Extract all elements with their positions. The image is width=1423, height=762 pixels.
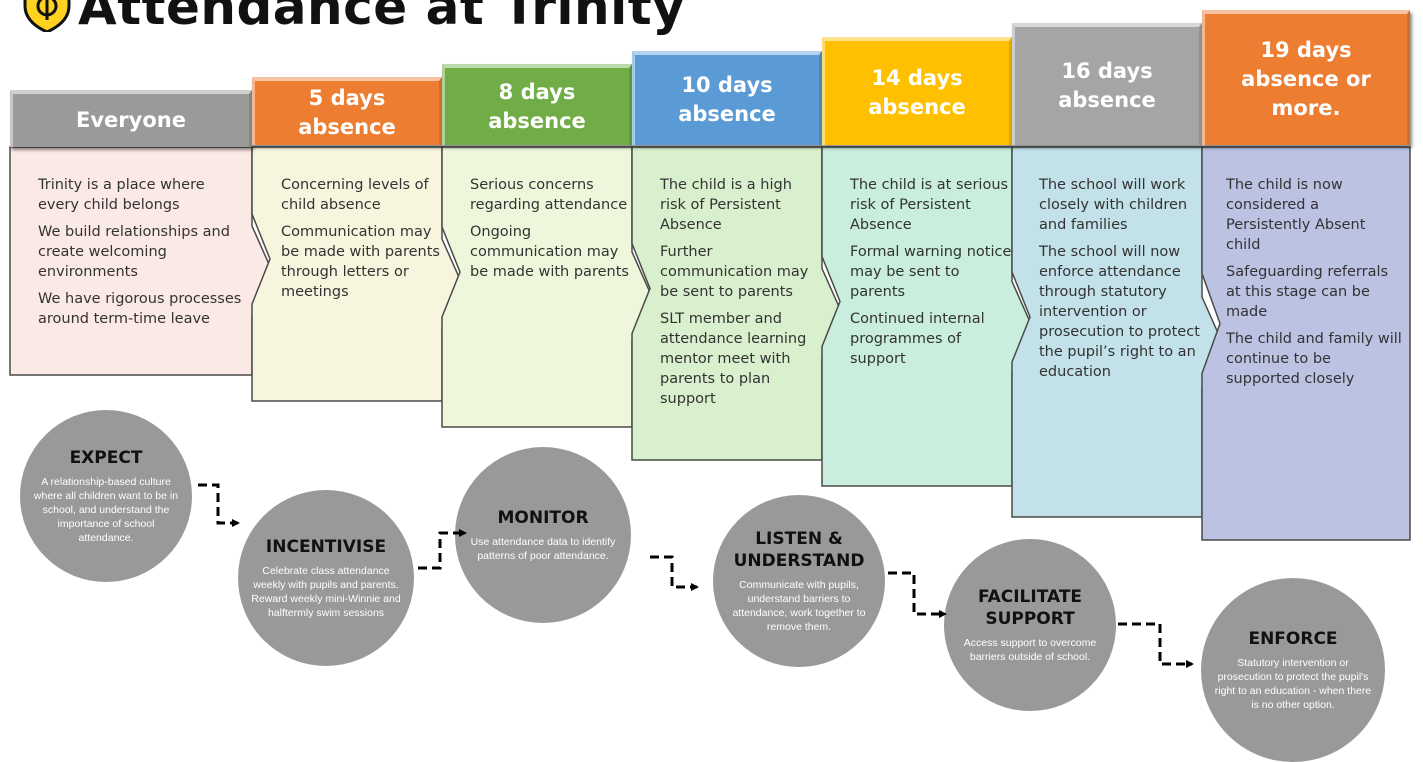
step-line: Concerning levels of child absence [281, 177, 429, 213]
stage-circle-enforce: ENFORCE Statutory intervention or prosecu… [1201, 578, 1385, 762]
step-line: The school will now enforce attendance t… [1039, 244, 1200, 380]
stage-title: FACILITATE SUPPORT [977, 587, 1083, 629]
stage-circle-listen-understand: LISTEN & UNDERSTAND Communicate with pupi… [713, 495, 885, 667]
step-header-6: 16 days absence [1012, 23, 1202, 145]
stage-title: LISTEN & UNDERSTAND [733, 529, 865, 571]
step-header-label: Everyone [76, 108, 186, 132]
step-header-5: 14 days absence [822, 37, 1012, 145]
school-crest-icon [22, 0, 72, 34]
connector-arrow-5 [1118, 622, 1194, 668]
step-header-1: Everyone [10, 90, 252, 147]
step-description-1: Trinity is a place where every child bel… [38, 175, 244, 336]
step-description-6: The school will work closely with childr… [1039, 175, 1201, 389]
step-header-label: 5 days absence [298, 86, 396, 139]
step-line: The child and family will continue to be… [1226, 331, 1402, 387]
step-header-7: 19 days absence or more. [1202, 10, 1410, 145]
step-header-label: 14 days absence [868, 66, 966, 119]
step-description-5: The child is at serious risk of Persiste… [850, 175, 1012, 376]
step-header-3: 8 days absence [442, 64, 632, 145]
step-header-4: 10 days absence [632, 51, 822, 145]
step-description-4: The child is a high risk of Persistent A… [660, 175, 822, 416]
connector-arrow-2 [418, 529, 467, 570]
step-line: The child is at serious risk of Persiste… [850, 177, 1009, 233]
stage-description: Use attendance data to identify patterns… [470, 536, 616, 562]
step-header-label: 10 days absence [678, 73, 776, 126]
stage-circle-incentivise: INCENTIVISE Celebrate class attendance we… [238, 490, 414, 666]
page-title: Attendance at Trinity [78, 0, 686, 36]
step-line: We have rigorous processes around term-t… [38, 291, 242, 327]
step-line: Ongoing communication may be made with p… [470, 224, 629, 280]
step-header-label: 8 days absence [488, 79, 586, 133]
step-line: Safeguarding referrals at this stage can… [1226, 264, 1389, 320]
stage-description: Communicate with pupils, understand barr… [732, 579, 866, 633]
connector-arrow-3 [650, 555, 699, 591]
step-line: Formal warning notice may be sent to par… [850, 244, 1012, 300]
step-line: The child is a high risk of Persistent A… [660, 177, 792, 233]
step-header-label: 16 days absence [1058, 59, 1156, 112]
connector-arrow-1 [198, 483, 240, 527]
stage-description: Statutory intervention or prosecution to… [1214, 657, 1372, 711]
stage-circle-monitor: MONITOR Use attendance data to identify p… [455, 447, 631, 623]
stage-circle-expect: EXPECT A relationship-based culture where… [20, 410, 192, 582]
step-line: The child is now considered a Persistent… [1226, 177, 1366, 253]
stage-description: A relationship-based culture where all c… [33, 476, 179, 544]
step-description-7: The child is now considered a Persistent… [1226, 175, 1404, 396]
step-line: Continued internal programmes of support [850, 311, 985, 367]
stage-title: ENFORCE [1248, 629, 1338, 649]
stage-title: MONITOR [497, 508, 589, 528]
stage-description: Access support to overcome barriers outs… [963, 637, 1097, 663]
stage-title: INCENTIVISE [265, 537, 387, 557]
stage-title: EXPECT [69, 448, 143, 468]
step-line: We build relationships and create welcom… [38, 224, 230, 280]
step-card-7 [1201, 146, 1411, 541]
stage-circle-facilitate-support: FACILITATE SUPPORT Access support to over… [944, 539, 1116, 711]
step-header-2: 5 days absence [252, 77, 442, 145]
stage-description: Celebrate class attendance weekly with p… [251, 565, 401, 619]
step-line: The school will work closely with childr… [1039, 177, 1188, 233]
step-header-label: 19 days absence or more. [1241, 38, 1371, 120]
connector-arrow-4 [888, 571, 947, 618]
step-line: Trinity is a place where every child bel… [38, 177, 205, 213]
step-line: Further communication may be sent to par… [660, 244, 809, 300]
step-line: Communication may be made with parents t… [281, 224, 440, 300]
step-line: SLT member and attendance learning mento… [660, 311, 807, 407]
step-line: Serious concerns regarding attendance [470, 177, 628, 213]
